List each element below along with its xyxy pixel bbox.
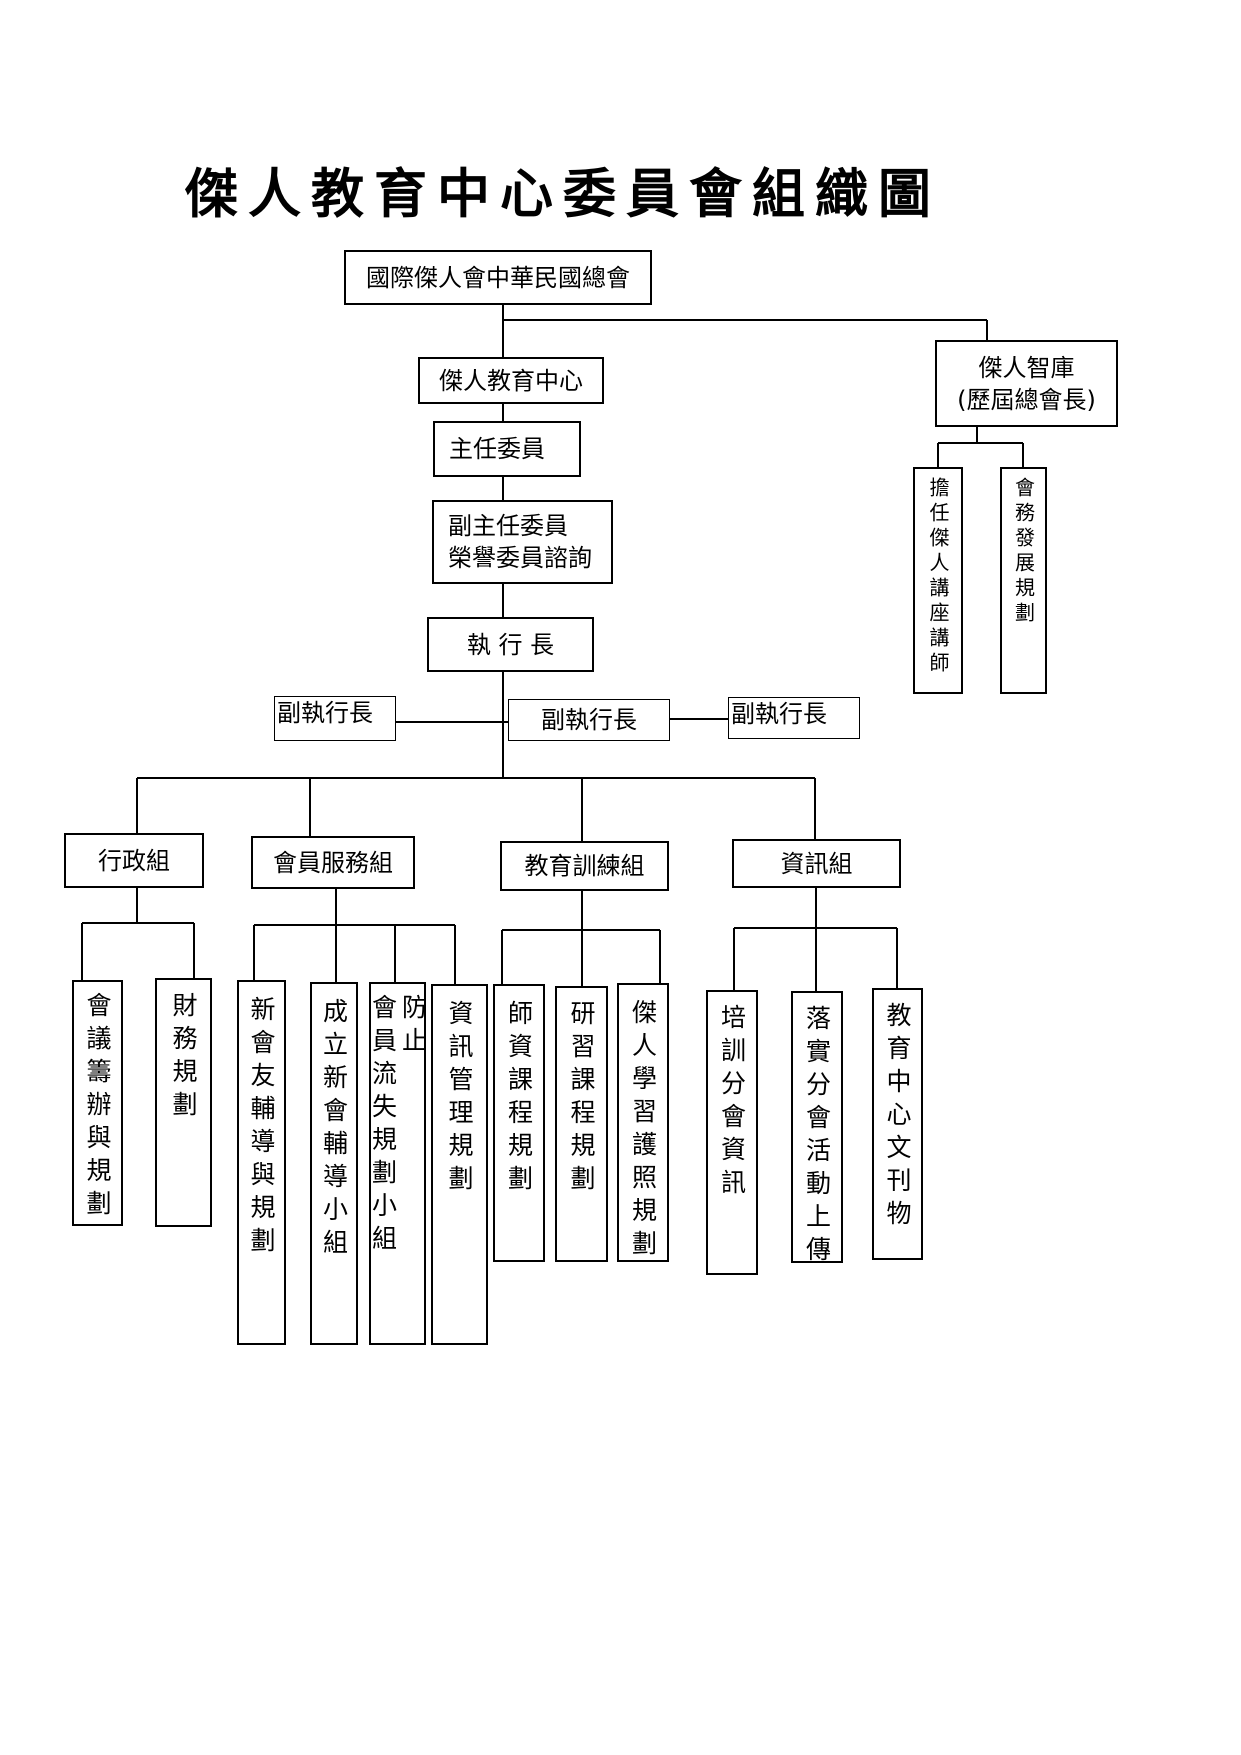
task-box: 防止 會員流失規劃小組 [368,982,428,1345]
think-tank-child-box: 擔任傑人講座講師 [913,467,963,694]
ceo-label: 執 行 長 [466,630,555,659]
task-label: 會議籌辦與規劃 [83,992,112,1223]
vice-ceo-center-label: 副執行長 [541,706,637,734]
task-box: 會議籌辦與規劃 [72,980,123,1226]
task-box: 傑人學習護照規劃 [617,983,669,1263]
vice-ceo-right-label: 副執行長 [731,700,827,728]
federation-label: 國際傑人會中華民國總會 [366,263,630,292]
federation-box: 國際傑人會中華民國總會 [344,250,652,305]
task-label: 教育中心文刊物 [883,1002,912,1233]
center-box: 傑人教育中心 [418,357,604,404]
vice-ceo-right-box: 副執行長 [728,697,860,739]
think-tank-child-label: 擔任傑人講座講師 [926,477,950,677]
group-box-education-training: 教育訓練組 [500,841,669,891]
vice-ceo-left-label: 副執行長 [277,699,373,727]
task-label: 傑人學習護照規劃 [628,999,658,1263]
center-label: 傑人教育中心 [439,366,583,395]
task-label: 落實分會活動上傳 [802,1005,832,1269]
think-tank-child-label: 會務發展規劃 [1011,477,1036,627]
director-label: 主任委員 [449,435,545,463]
page-title: 傑人教育中心委員會組織圖 [185,163,941,225]
group-label: 教育訓練組 [524,852,645,880]
director-box: 主任委員 [433,421,581,477]
group-box-information: 資訊組 [732,839,901,888]
task-box: 成立新會輔導小組 [310,982,358,1345]
task-box: 落實分會活動上傳 [791,991,843,1269]
deputy-director-label: 副主任委員 榮譽委員諮詢 [448,512,592,572]
task-box: 培訓分會資訊 [706,990,758,1275]
task-label: 師資課程規劃 [504,1000,534,1198]
task-label: 防止 會員流失規劃小組 [368,994,428,1258]
vice-ceo-center-box: 副執行長 [508,699,670,741]
think-tank-label: 傑人智庫 (歷屆總會長) [957,353,1096,414]
task-box: 師資課程規劃 [493,984,545,1262]
deputy-director-box: 副主任委員 榮譽委員諮詢 [432,500,613,584]
group-label: 行政組 [98,846,170,875]
group-box-admin: 行政組 [64,833,204,888]
task-label: 成立新會輔導小組 [319,998,349,1262]
task-box: 資訊管理規劃 [431,984,488,1345]
ceo-box: 執 行 長 [427,617,594,672]
task-label: 財務規劃 [169,992,198,1124]
think-tank-box: 傑人智庫 (歷屆總會長) [935,340,1118,427]
group-label: 資訊組 [780,849,853,878]
task-label: 培訓分會資訊 [717,1004,747,1202]
task-box: 研習課程規劃 [555,986,608,1262]
task-box: 教育中心文刊物 [872,988,923,1260]
task-label: 研習課程規劃 [567,1000,596,1198]
group-label: 會員服務組 [273,848,393,877]
group-box-member-service: 會員服務組 [251,836,415,889]
task-label: 資訊管理規劃 [445,1000,474,1198]
task-box: 財務規劃 [155,978,212,1227]
vice-ceo-left-box: 副執行長 [274,696,396,741]
task-box: 新會友輔導與規劃 [237,980,286,1345]
think-tank-child-box: 會務發展規劃 [1000,467,1047,694]
task-label: 新會友輔導與規劃 [247,996,276,1260]
